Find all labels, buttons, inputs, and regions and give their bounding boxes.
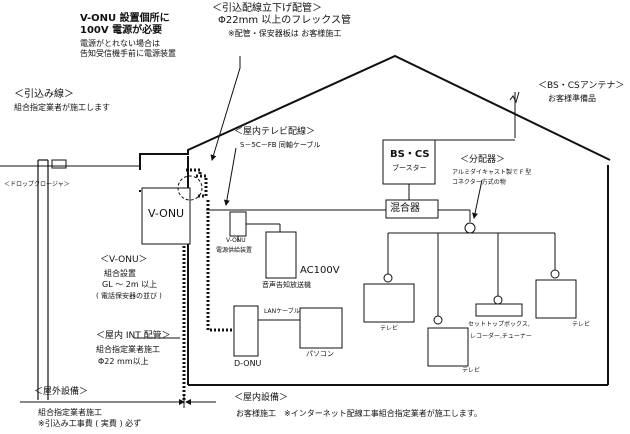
booster-label-1: BS・CS [390,149,430,160]
int-conduit-line2: 組合指定業者施工 [96,345,160,354]
donu-label: D-ONU [234,359,262,368]
tv-wiring-cable: S－5C－FB 同軸ケーブル [240,141,321,149]
conduit-size: Φ22mm 以上のフレックス管 [218,15,351,26]
tv-left-label: テレビ [380,325,399,332]
vonu-section-title: ＜V-ONU＞ [100,255,148,265]
splitter [464,222,476,234]
house-outline [139,54,611,386]
vonu-note-line4: 告知受信機手前に電源装置 [80,49,176,58]
booster-box [382,139,436,185]
vonu-section-line4: ( 電話保安器の並び ) [96,292,162,300]
booster-label-2: ブースター [392,164,427,172]
vonu-note-line2: 100V 電源が必要 [80,25,163,36]
ac100v-label: AC100V [300,265,340,276]
mixer-label: 混合器 [390,203,420,214]
vonu-note-line3: 電源がとれない場合は [80,39,160,48]
vonu-note-line1: V-ONU 設置個所に [80,13,170,24]
recorder-label: レコーダー,チューナー [470,333,532,340]
outlet-3 [493,295,503,305]
settop-box [475,303,523,317]
tv-center-box [427,327,469,367]
tv-right-label: テレビ [572,321,591,328]
tv-left-box [363,283,415,323]
mixer-box [385,199,439,219]
utility-pole [37,159,49,400]
broadcaster-box [265,231,297,279]
dropline-title: ＜引込み線＞ [14,89,74,100]
dropline-note: 組合指定業者が施工します [14,103,110,112]
int-conduit-title: ＜屋内 INT 配管＞ [96,331,171,341]
power-unit-label-2: 電源供給装置 [216,247,253,254]
power-unit-box [229,211,247,237]
splitter-title: ＜分配器＞ [460,155,506,165]
tv-wiring-title: ＜屋内テレビ配線＞ [234,127,316,137]
outdoor-line2: 組合指定業者施工 [38,408,102,417]
vonu-section-line2: 組合設置 [104,269,136,278]
indoor-line2: お客様施工 ※インターネット配線工事組合指定業者が施工します。 [236,409,482,418]
power-unit-label-1: V-ONU [226,237,246,244]
splitter-desc-1: アルミダイキャスト製で F 型 [452,169,532,176]
conduit-path [182,168,232,400]
drop-closure-label: ＜ドロップクロージャ＞ [4,181,70,188]
pc-box [299,307,343,349]
outdoor-title: ＜屋外設備＞ [34,387,89,397]
leader-lines [20,56,483,408]
antenna-tip [509,91,520,104]
conduit-title: ＜引込配線立下げ配管＞ [212,3,322,14]
int-conduit-line3: Φ22 mm以上 [98,357,149,366]
outlet-1 [383,273,393,283]
antenna-title: ＜BS・CSアンテナ＞ [538,81,625,91]
wall-entry-circle [177,175,203,201]
conduit-note: ※配管・保安器板は お客様施工 [228,29,342,38]
pc-label: パソコン [306,350,334,358]
tv-right-box [535,279,577,319]
outdoor-line3: ※引込み工事費 ( 実費 ) 必ず [38,419,142,428]
antenna-note: お客様準備品 [548,94,596,103]
lan-cable-label: LANケーブル [264,308,300,315]
outlet-4 [550,269,560,279]
tv-center-label: テレビ [462,367,481,374]
indoor-title: ＜屋内設備＞ [234,393,289,403]
vonu-section-line3: GL ～ 2m 以上 [102,280,158,289]
drop-closure-box [51,159,67,169]
donu-box [233,305,259,357]
settop-label: セットトップボックス, [468,321,530,328]
broadcaster-label: 音声告知放送機 [262,281,311,289]
splitter-desc-2: コネクター方式の物 [452,179,506,186]
outlet-2 [433,315,443,325]
vonu-box-label: V-ONU [148,207,185,220]
